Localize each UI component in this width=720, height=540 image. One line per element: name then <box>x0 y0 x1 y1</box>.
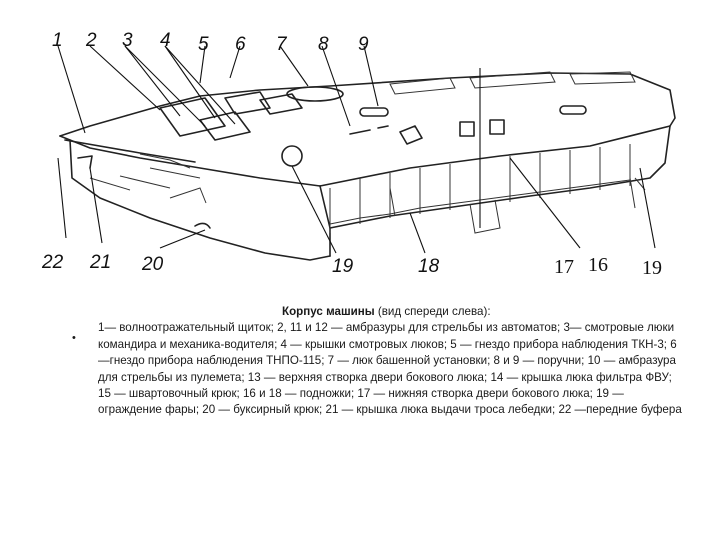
callout-9: 9 <box>358 34 369 55</box>
callout-2: 2 <box>85 30 97 51</box>
callout-20: 20 <box>141 254 164 275</box>
callout-6: 6 <box>235 34 246 55</box>
callout-17: 17 <box>554 256 574 278</box>
caption-heading: Корпус машины (вид спереди слева): <box>98 304 684 320</box>
bullet-marker: • <box>72 332 76 344</box>
callout-18: 18 <box>418 256 440 277</box>
callout-3: 3 <box>122 30 133 51</box>
caption-title: Корпус машины <box>282 305 375 318</box>
callout-16: 16 <box>588 254 608 276</box>
callout-7: 7 <box>276 34 288 55</box>
callout-21: 21 <box>89 252 111 273</box>
leader-lines <box>57 45 656 254</box>
vehicle-hull-diagram: 1 2 3 4 5 6 7 8 9 17 16 19 22 21 20 19 1… <box>41 30 676 279</box>
callout-4: 4 <box>160 30 171 51</box>
callout-22: 22 <box>41 252 64 273</box>
callout-5: 5 <box>198 34 209 55</box>
callout-19: 19 <box>332 256 354 277</box>
callout-1: 1 <box>52 30 63 51</box>
hull-drawing <box>59 71 676 261</box>
caption-body: Корпус машины (вид спереди слева): 1— во… <box>98 304 684 419</box>
callout-8: 8 <box>318 34 329 55</box>
callout-19-right: 19 <box>642 257 662 279</box>
caption-subtitle: (вид спереди слева): <box>377 305 491 318</box>
caption-legend-text: 1— волноотражательный щиток; 2, 11 и 12 … <box>98 321 682 417</box>
callouts: 1 2 3 4 5 6 7 8 9 17 16 19 22 21 20 19 1… <box>41 30 662 279</box>
